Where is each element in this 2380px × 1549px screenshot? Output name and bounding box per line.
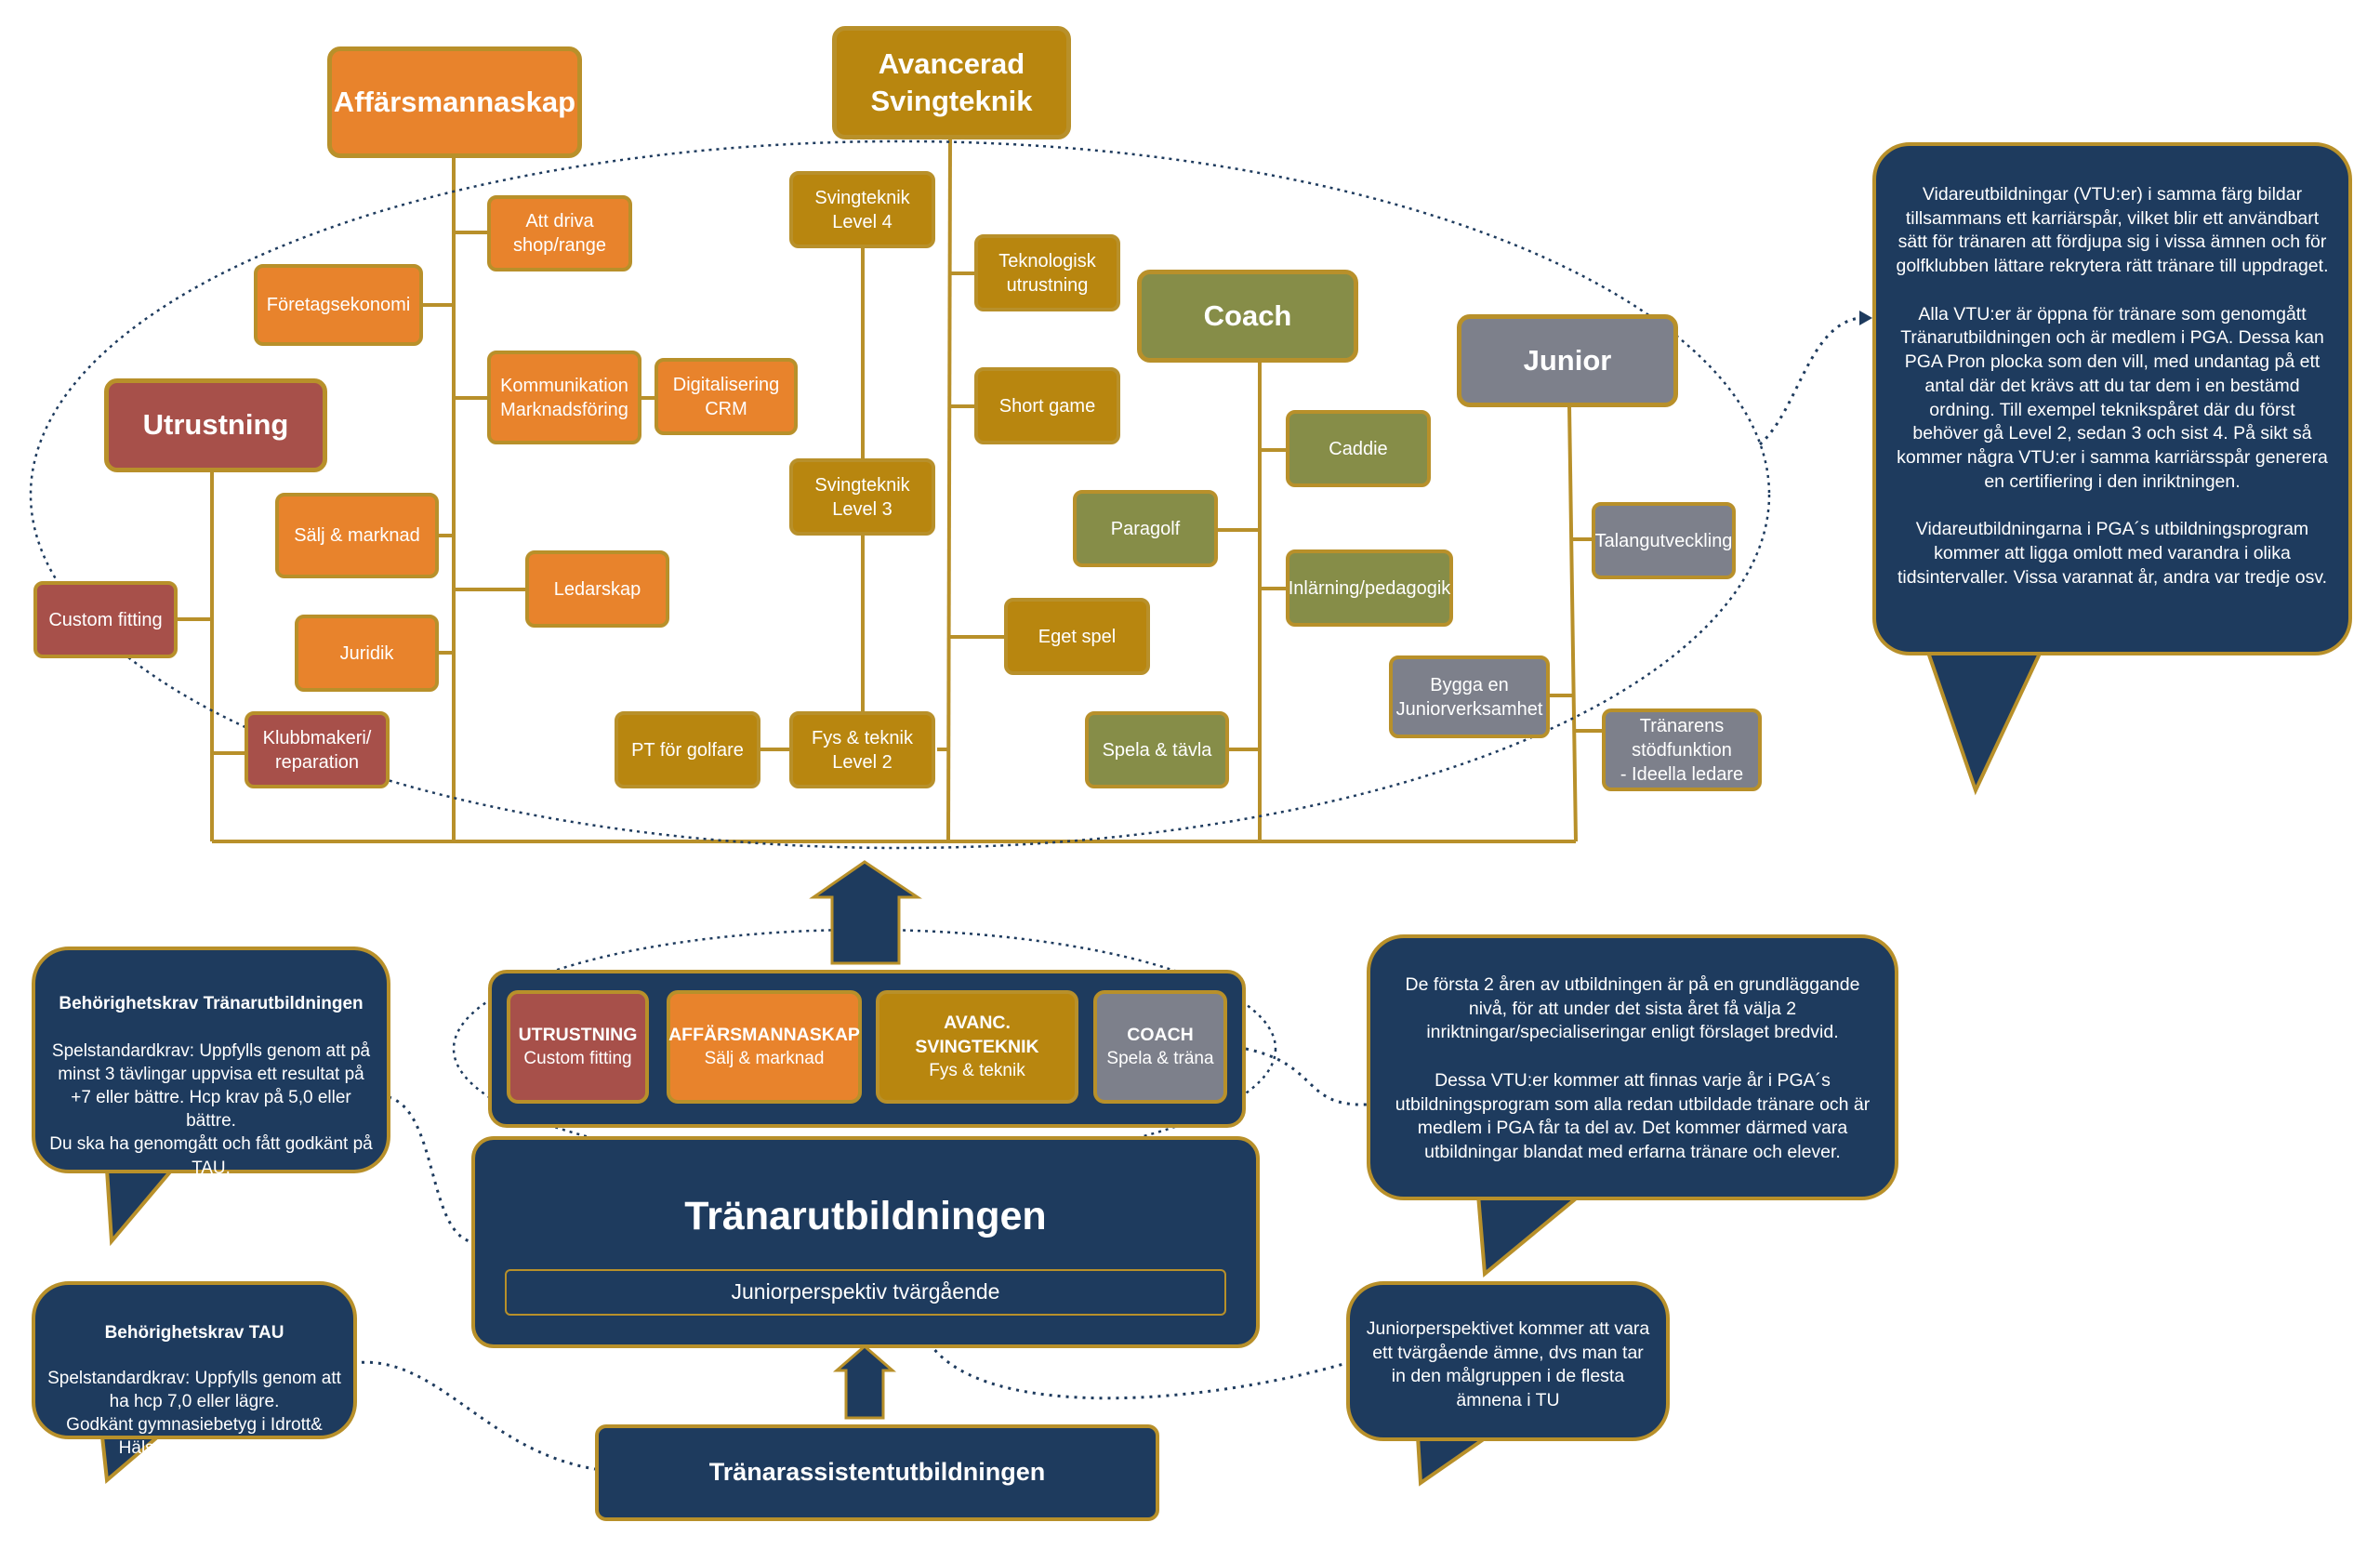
track-subtitle: Custom fitting [523, 1049, 632, 1069]
bubble-title: Behörighetskrav Tränarutbildningen [59, 994, 364, 1014]
header-junior: Junior [1457, 314, 1678, 407]
tranarassistentutbildningen-box: Tränarassistentutbildningen [595, 1424, 1159, 1521]
track-coach: COACH Spela & träna [1093, 990, 1227, 1104]
node-salj-marknad: Sälj & marknad [275, 493, 439, 578]
forsta-aren-bubble: De första 2 åren av utbildningen är på e… [1367, 934, 1898, 1200]
node-eget-spel: Eget spel [1004, 598, 1150, 675]
node-pt-for-golfare: PT för golfare [615, 711, 760, 788]
node-custom-fitting: Custom fitting [33, 581, 178, 658]
track-utrustning: UTRUSTNING Custom fitting [507, 990, 649, 1104]
node-svingteknik-level-3: Svingteknik Level 3 [789, 458, 935, 536]
bubble-title: Behörighetskrav TAU [104, 1323, 284, 1344]
node-svingteknik-level-4: Svingteknik Level 4 [789, 171, 935, 248]
node-stodfunktion: Tränarens stödfunktion - Ideella ledare [1602, 708, 1762, 791]
node-bygga-juniorverksamhet: Bygga en Juniorverksamhet [1389, 655, 1550, 738]
node-ledarskap: Ledarskap [525, 550, 669, 628]
vtu-info-bubble: Vidareutbildningar (VTU:er) i samma färg… [1872, 142, 2352, 655]
node-caddie: Caddie [1286, 410, 1431, 487]
juniorperspektivet-bubble: Juniorperspektivet kommer att vara ett t… [1346, 1281, 1670, 1441]
node-foretagsekonomi: Företagsekonomi [254, 264, 423, 346]
main-title: Tränarutbildningen [684, 1194, 1047, 1238]
node-juridik: Juridik [295, 615, 439, 692]
header-affarsmannaskap: Affärsmannaskap [327, 46, 582, 158]
bubble-body: Spelstandardkrav: Uppfylls genom att ha … [47, 1369, 341, 1459]
junior-perspective-bar: Juniorperspektiv tvärgående [505, 1268, 1226, 1316]
node-inlarning-pedagogik: Inlärning/pedagogik [1286, 549, 1453, 627]
bubble-body: Spelstandardkrav: Uppfylls genom att på … [49, 1041, 373, 1178]
node-kommunikation: Kommunikation Marknadsföring [487, 351, 641, 444]
node-paragolf: Paragolf [1073, 490, 1218, 567]
node-digitalisering: Digitalisering CRM [654, 358, 798, 435]
node-klubbmakeri: Klubbmakeri/ reparation [245, 711, 390, 788]
track-title: AVANC. SVINGTEKNIK [915, 1012, 1039, 1058]
header-utrustning: Utrustning [104, 378, 327, 472]
node-talangutveckling: Talangutveckling [1592, 502, 1736, 579]
track-subtitle: Fys & teknik [929, 1061, 1025, 1081]
header-coach: Coach [1137, 270, 1358, 363]
track-title: UTRUSTNING [518, 1025, 638, 1046]
track-avanc-svingteknik: AVANC. SVINGTEKNIK Fys & teknik [876, 990, 1078, 1104]
track-subtitle: Sälj & marknad [704, 1049, 825, 1069]
node-fys-teknik-level-2: Fys & teknik Level 2 [789, 711, 935, 788]
node-teknologisk-utrustning: Teknologisk utrustning [974, 234, 1120, 311]
node-spela-tavla: Spela & tävla [1085, 711, 1229, 788]
node-short-game: Short game [974, 367, 1120, 444]
track-affarsmannaskap: AFFÄRSMANNASKAP Sälj & marknad [667, 990, 862, 1104]
header-avancerad-svingteknik: Avancerad Svingteknik [832, 26, 1071, 139]
track-title: AFFÄRSMANNASKAP [668, 1025, 860, 1046]
behorighetskrav-tau-bubble: Behörighetskrav TAU Spelstandardkrav: Upp… [32, 1281, 357, 1458]
track-subtitle: Spela & träna [1106, 1049, 1214, 1069]
tranarutbildningen-box: Tränarutbildningen Juniorperspektiv tvär… [471, 1136, 1260, 1348]
node-att-driva: Att driva shop/range [487, 195, 632, 271]
track-title: COACH [1127, 1025, 1194, 1046]
